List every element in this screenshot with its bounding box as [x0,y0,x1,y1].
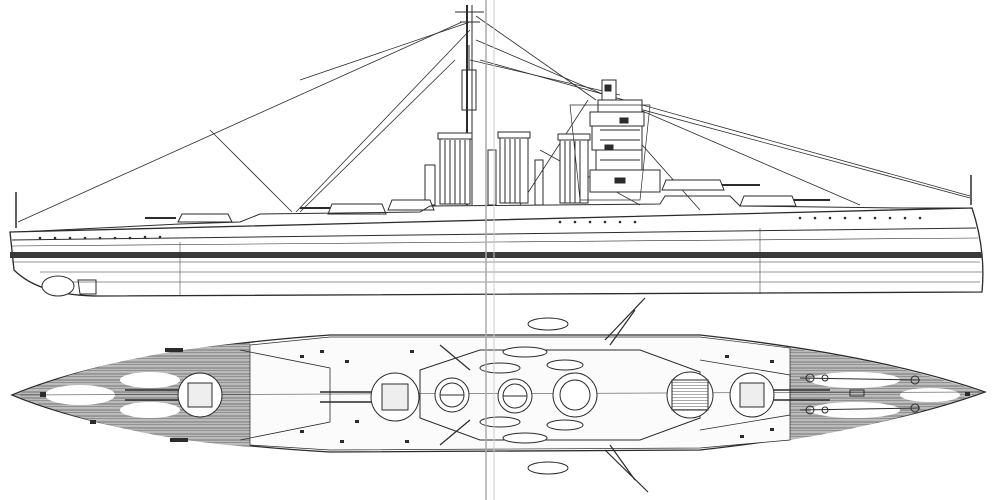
deck-fittings [40,348,970,443]
plan-turret-b [666,371,714,419]
plan-turret-x [320,372,420,422]
deck-highlights [45,372,960,418]
armour-belt [10,252,982,258]
side-elevation [9,5,984,297]
portholes [38,216,922,240]
rudder [77,279,97,295]
plan-view [10,297,987,493]
lifeboats [479,317,584,475]
stern-deck-planking [14,343,250,447]
anchor-gear [799,373,921,415]
plan-turret-q [552,372,598,418]
upper-deck-line [17,195,972,233]
propeller [41,275,75,297]
plan-turret-y [125,372,223,418]
plan-turret-a [729,372,830,418]
funnel-middle [497,131,531,204]
derrick-booms [439,297,649,493]
main-gun-turrets [145,179,830,223]
page-fold [485,0,495,500]
funnel-fore [557,133,591,204]
funnel-aft [437,132,473,205]
bridge-superstructure [569,79,661,201]
plan-funnels [434,377,533,414]
